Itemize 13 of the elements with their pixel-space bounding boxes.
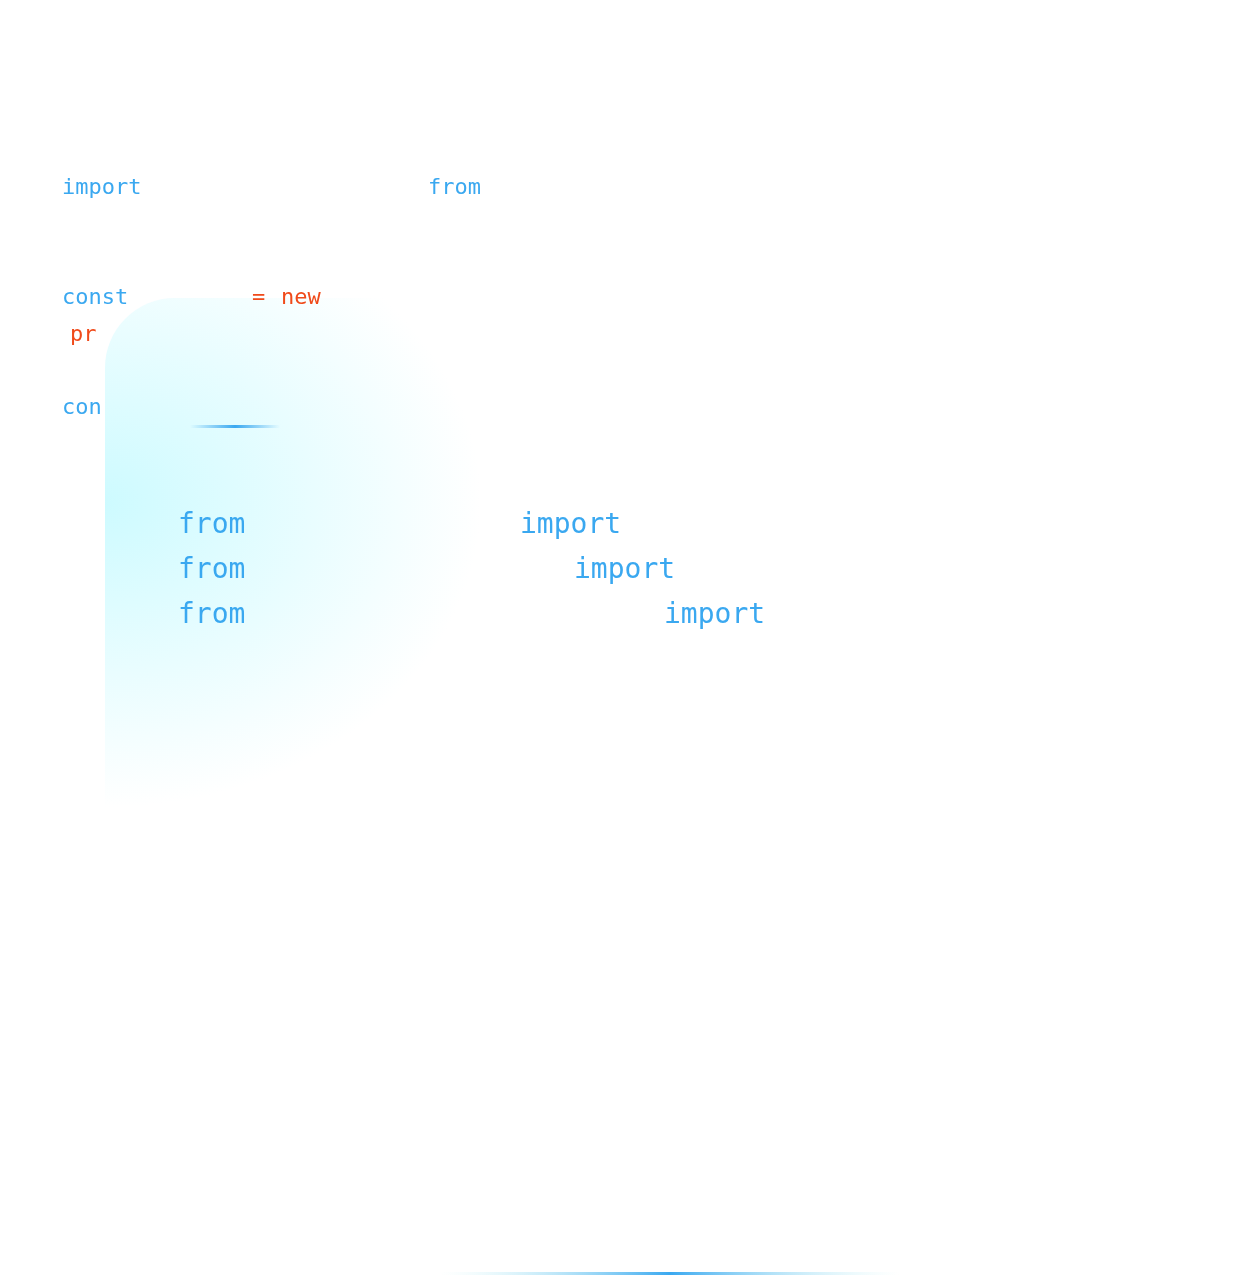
code-keyword: import xyxy=(520,510,622,538)
code-token: new xyxy=(281,286,321,308)
code-keyword: con xyxy=(62,396,102,418)
code-token: = xyxy=(252,286,266,308)
code-keyword: from xyxy=(178,555,246,583)
code-keyword: const xyxy=(62,286,129,308)
code-keyword: import xyxy=(62,176,142,198)
code-token: pr xyxy=(70,323,97,345)
code-keyword: from xyxy=(178,510,246,538)
code-keyword: import xyxy=(574,555,676,583)
code-keyword: import xyxy=(664,600,766,628)
code-keyword: from xyxy=(428,176,481,198)
code-keyword: from xyxy=(178,600,246,628)
